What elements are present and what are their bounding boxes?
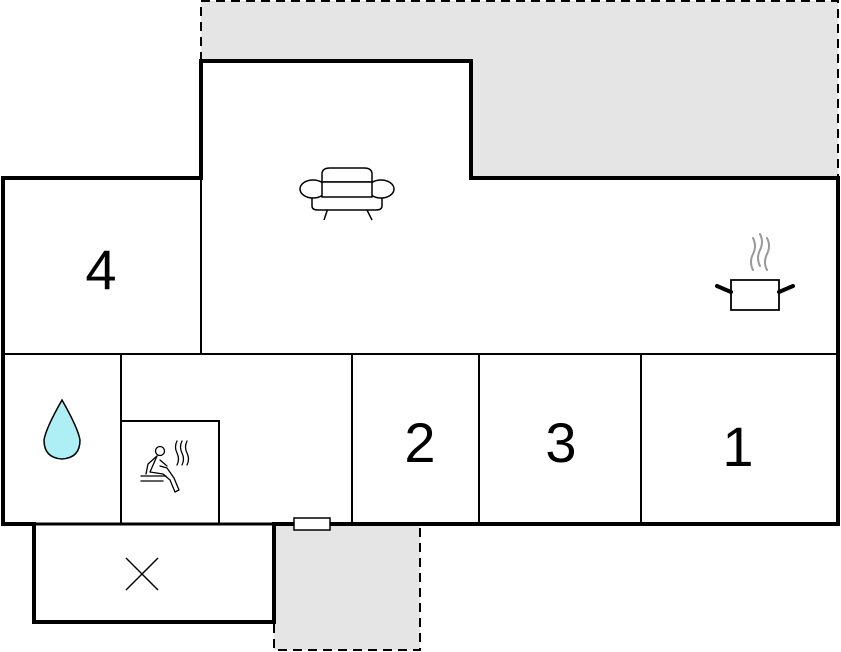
cross-icon: [125, 557, 159, 591]
room-number-1: 1: [722, 415, 753, 478]
cooking-pot-icon: [715, 233, 795, 311]
room-number-2: 2: [404, 411, 435, 474]
room-number-4: 4: [85, 238, 116, 301]
door-icon: [293, 517, 331, 531]
room-number-3: 3: [545, 411, 576, 474]
water-drop-icon: [43, 398, 81, 460]
sauna-icon: [140, 440, 190, 493]
sofa-icon: [299, 167, 395, 221]
terrace-entrance: [273, 523, 421, 651]
building-fill: [3, 61, 838, 622]
